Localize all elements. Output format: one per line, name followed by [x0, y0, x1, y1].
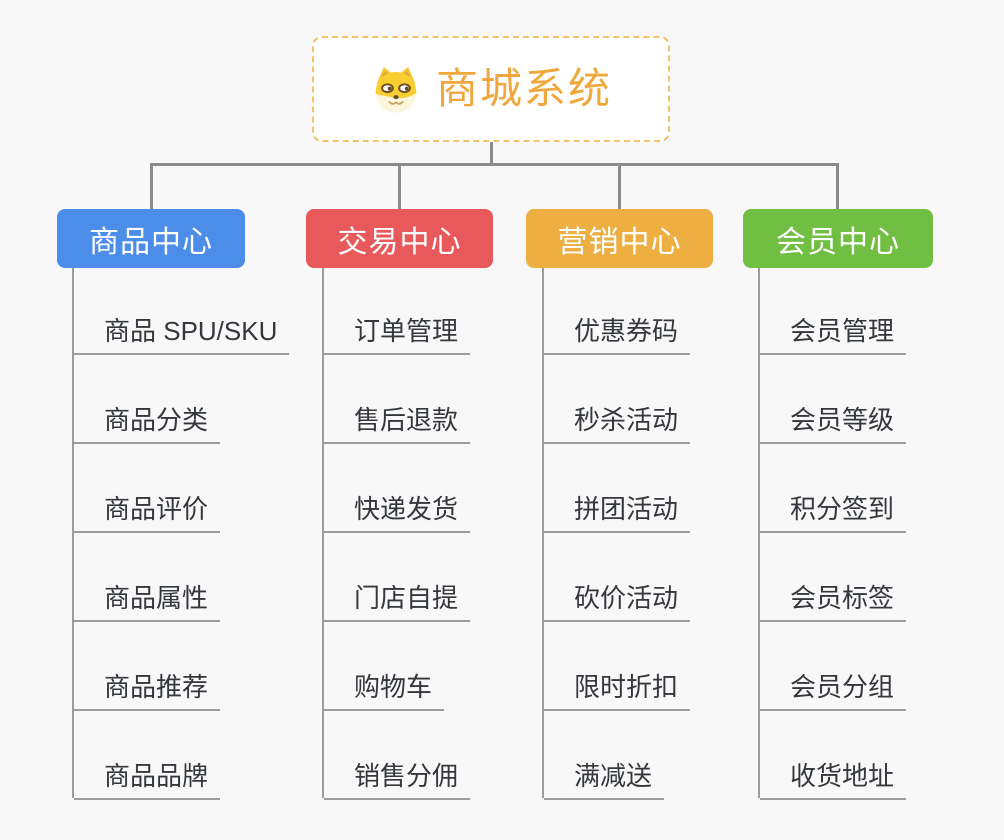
leaf-topic[interactable]: 收货地址 [760, 758, 907, 800]
connector-main-rail [150, 163, 839, 166]
branch-column-member: 会员管理 会员等级 积分签到 会员标签 会员分组 收货地址 [758, 268, 980, 800]
connector-root-stem [490, 142, 493, 166]
leaf-topic[interactable]: 砍价活动 [544, 580, 691, 622]
branch-column-marketing: 优惠券码 秒杀活动 拼团活动 砍价活动 限时折扣 满减送 [542, 268, 764, 800]
leaf-topic[interactable]: 售后退款 [324, 402, 471, 444]
leaf-topic[interactable]: 购物车 [324, 669, 445, 711]
leaf-topic[interactable]: 商品评价 [74, 491, 221, 533]
leaf-topic[interactable]: 商品推荐 [74, 669, 221, 711]
leaf-topic[interactable]: 订单管理 [324, 313, 471, 355]
root-title: 商城系统 [435, 65, 612, 112]
leaf-topic[interactable]: 会员分组 [760, 669, 907, 711]
branch-node-member-center[interactable]: 会员中心 [743, 209, 933, 268]
connector-drop-products [150, 166, 153, 209]
branch-column-trade: 订单管理 售后退款 快递发货 门店自提 购物车 销售分佣 [322, 268, 544, 800]
branch-node-trade-center[interactable]: 交易中心 [306, 209, 493, 268]
leaf-topic[interactable]: 商品品牌 [74, 758, 221, 800]
connector-drop-marketing [618, 166, 621, 209]
branch-node-marketing-center[interactable]: 营销中心 [526, 209, 713, 268]
leaf-topic[interactable]: 拼团活动 [544, 491, 691, 533]
leaf-topic[interactable]: 门店自提 [324, 580, 471, 622]
connector-drop-members [836, 166, 839, 209]
leaf-topic[interactable]: 限时折扣 [544, 669, 691, 711]
leaf-topic[interactable]: 积分签到 [760, 491, 907, 533]
leaf-topic[interactable]: 会员等级 [760, 402, 907, 444]
branch-node-product-center[interactable]: 商品中心 [57, 209, 245, 268]
leaf-topic[interactable]: 会员管理 [760, 313, 907, 355]
leaf-topic[interactable]: 商品分类 [74, 402, 221, 444]
branch-column-product: 商品 SPU/SKU 商品分类 商品评价 商品属性 商品推荐 商品品牌 [72, 268, 294, 800]
root-node-mall-system[interactable]: 商城系统 [312, 36, 670, 142]
leaf-topic[interactable]: 商品 SPU/SKU [74, 313, 290, 355]
connector-drop-trade [398, 166, 401, 209]
leaf-topic[interactable]: 快递发货 [324, 491, 471, 533]
leaf-topic[interactable]: 商品属性 [74, 580, 221, 622]
leaf-topic[interactable]: 秒杀活动 [544, 402, 691, 444]
leaf-topic[interactable]: 满减送 [544, 758, 665, 800]
leaf-topic[interactable]: 销售分佣 [324, 758, 471, 800]
leaf-topic[interactable]: 会员标签 [760, 580, 907, 622]
leaf-topic[interactable]: 优惠券码 [544, 313, 691, 355]
dog-face-icon [375, 67, 417, 113]
